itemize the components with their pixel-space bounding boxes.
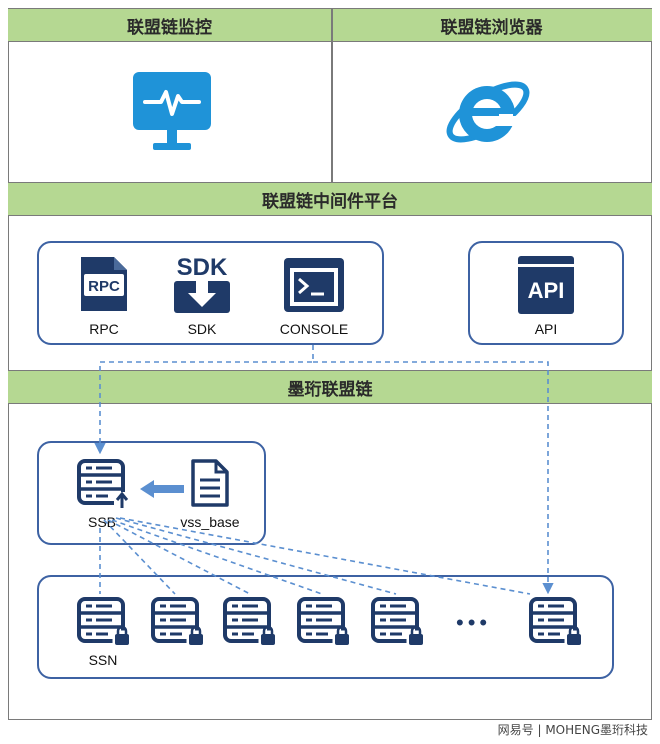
ssn-server-icon — [222, 596, 278, 648]
chain-section-title: 墨珩联盟链 — [287, 379, 373, 400]
document-icon — [191, 459, 229, 507]
ssb-label: SSB — [87, 514, 116, 530]
middleware-tools-box — [37, 241, 384, 345]
ssn-server-icon — [296, 596, 352, 648]
monitor-section-header: 联盟链监控 — [8, 8, 331, 42]
api-window-icon: API — [518, 256, 574, 314]
monitor-heartbeat-icon — [133, 72, 211, 150]
ssn-label: SSN — [88, 652, 118, 668]
console-label: CONSOLE — [279, 321, 349, 337]
ssn-server-icon — [76, 596, 132, 648]
sync-arrow-icon — [140, 480, 184, 498]
rpc-document-icon: RPC — [81, 257, 127, 311]
rpc-label: RPC — [89, 321, 119, 337]
ssn-server-icon — [150, 596, 206, 648]
top-row-divider — [331, 8, 333, 182]
terminal-icon — [284, 258, 344, 312]
browser-section-title: 联盟链浏览器 — [440, 17, 543, 38]
chain-section-header: 墨珩联盟链 — [8, 370, 652, 404]
rpc-icon-text: RPC — [88, 278, 120, 295]
browser-section-header: 联盟链浏览器 — [331, 8, 652, 42]
middleware-section-header: 联盟链中间件平台 — [8, 182, 652, 216]
watermark: 网易号 | MOHENG墨珩科技 — [497, 723, 648, 737]
sdk-label: SDK — [187, 321, 217, 337]
api-box — [468, 241, 624, 345]
sdk-download-icon: SDK — [174, 254, 230, 313]
api-icon-text: API — [528, 278, 565, 303]
monitor-section-title: 联盟链监控 — [127, 17, 212, 38]
internet-explorer-icon — [446, 81, 530, 143]
more-nodes-ellipsis: ••• — [456, 610, 492, 635]
ssn-server-icon — [370, 596, 426, 648]
vss-base-label: vss_base — [180, 514, 240, 530]
middleware-section-title: 联盟链中间件平台 — [262, 191, 398, 212]
sdk-icon-text: SDK — [177, 254, 228, 281]
ssn-server-icon — [528, 596, 584, 648]
ssb-server-icon — [77, 459, 130, 508]
api-label: API — [534, 321, 558, 337]
